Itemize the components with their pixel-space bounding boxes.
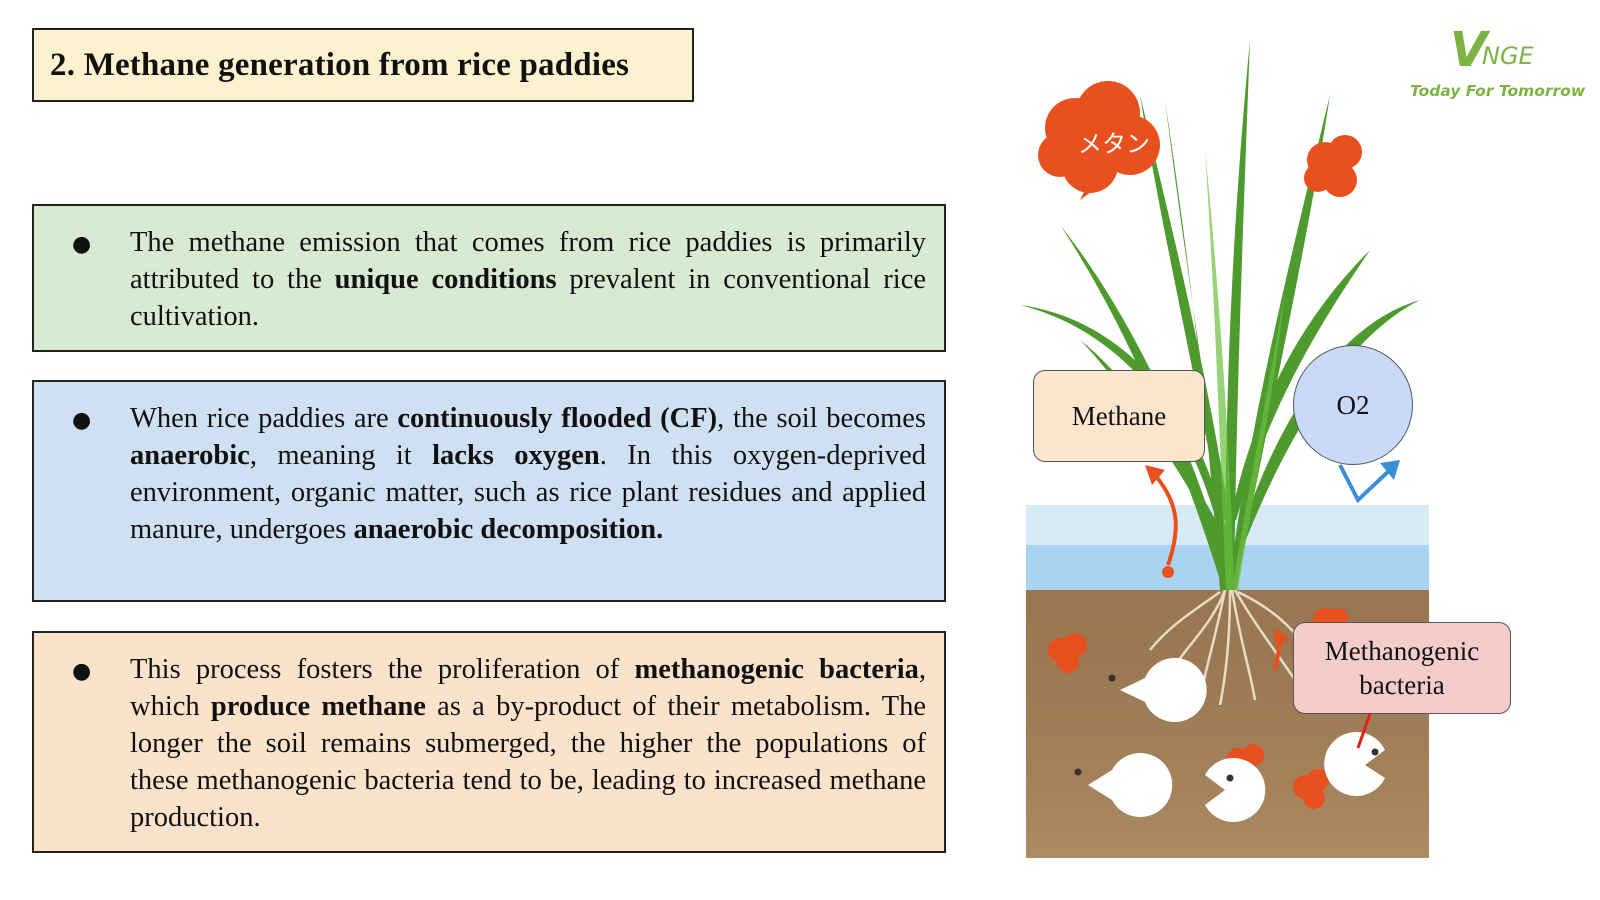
card-text: When rice paddies are continuously flood… (130, 400, 926, 548)
card-text-emphasis: continuously flooded (CF) (397, 403, 718, 434)
card-text-segment: . In this oxygen-deprived environment, o… (130, 440, 926, 545)
card-text-segment: When rice paddies are (130, 403, 398, 434)
bacteria-icon (1324, 732, 1385, 796)
methanogenic-bacteria-label-text: Methanogenic bacteria (1324, 636, 1480, 700)
card-text-emphasis: anaerobic decomposition. (353, 514, 664, 545)
info-card-anaerobic: ● When rice paddies are continuously flo… (32, 380, 946, 602)
page-title: 2. Methane generation from rice paddies (50, 46, 630, 83)
methane-cloud-label: メタン (1078, 130, 1150, 158)
bullet-icon: ● (72, 232, 92, 257)
info-card-methanogenic: ● This process fosters the proliferation… (32, 631, 946, 853)
card-text: The methane emission that comes from ric… (130, 224, 926, 335)
card-text-emphasis: lacks oxygen (432, 440, 600, 471)
card-text-emphasis: anaerobic (130, 440, 250, 471)
o2-arrow-icon (1338, 464, 1394, 504)
card-text-emphasis: methanogenic bacteria (634, 654, 919, 685)
o2-label: O2 (1293, 345, 1413, 465)
card-text-segment: , the soil becomes (717, 403, 927, 434)
card-text-segment: This process fosters the proliferation o… (130, 654, 635, 685)
card-text-emphasis: unique conditions (334, 264, 557, 295)
info-card-unique-conditions: ● The methane emission that comes from r… (32, 204, 946, 352)
card-text: This process fosters the proliferation o… (130, 651, 926, 836)
bacteria-icon (1120, 658, 1207, 722)
bacteria-icon (1205, 758, 1266, 822)
methane-cloud-icon (1038, 81, 1160, 200)
card-text-segment: prevalent in conventional rice cultivati… (130, 264, 926, 332)
card-text-segment: , which (130, 654, 926, 722)
bacteria-pointer (1356, 707, 1374, 749)
bullet-icon: ● (72, 659, 92, 684)
card-text-segment: The methane emission that comes from ric… (130, 227, 926, 295)
bacteria-icon (1088, 753, 1173, 818)
bullet-icon: ● (72, 408, 92, 433)
methane-arrow-icon (1153, 473, 1178, 566)
logo-tagline: Today For Tomorrow (1410, 82, 1586, 100)
logo-mark: V (1450, 22, 1488, 78)
title-box: 2. Methane generation from rice paddies (32, 28, 694, 102)
methanogenic-bacteria-label: Methanogenic bacteria (1293, 622, 1511, 714)
vnge-logo: V NGE Today For Tomorrow (1410, 20, 1585, 110)
card-text-segment: , meaning it (249, 440, 433, 471)
card-text-emphasis: produce methane (210, 691, 426, 722)
card-text-segment: as a by-product of their metabolism. The… (130, 691, 927, 833)
methane-blob-icon (1304, 135, 1362, 197)
logo-word: NGE (1482, 42, 1534, 70)
methane-label: Methane (1033, 370, 1205, 462)
bacteria-icons (1088, 658, 1385, 822)
